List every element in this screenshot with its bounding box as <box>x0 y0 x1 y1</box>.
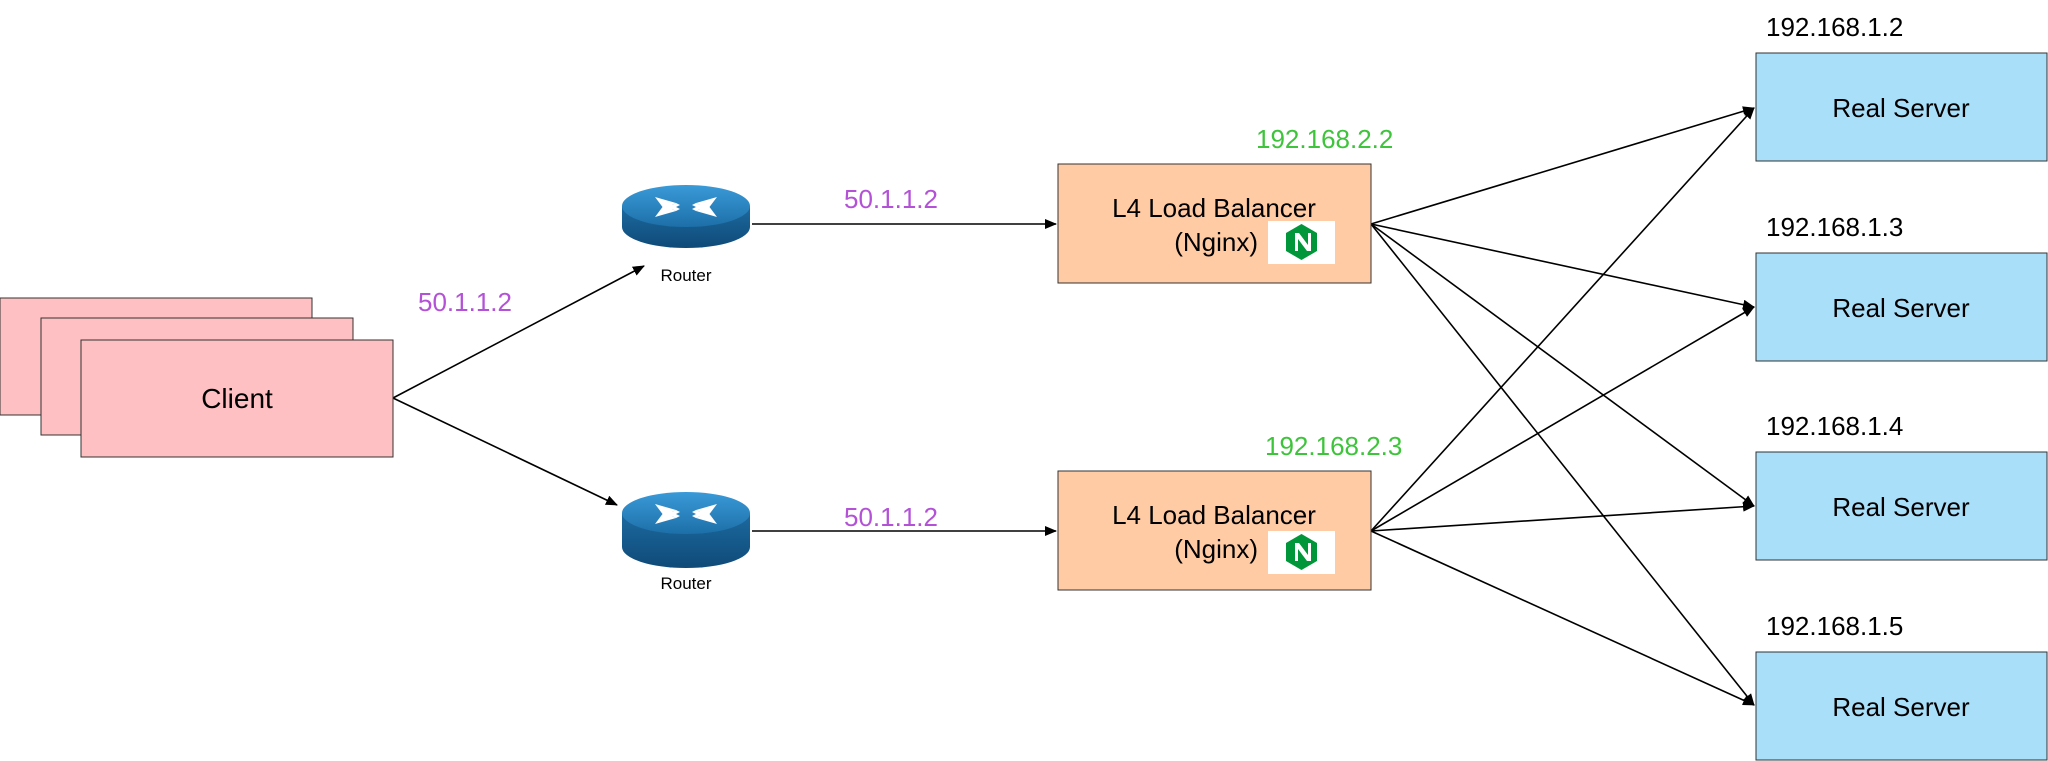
edge-lb2-server4 <box>1370 530 1755 706</box>
server-4-label: Real Server <box>1832 692 1970 722</box>
load-balancer-1[interactable]: L4 Load Balancer (Nginx) <box>1057 163 1372 284</box>
edge-lb2-server3 <box>1370 501 1755 532</box>
server-3-box <box>1755 451 2048 561</box>
server-3-ip: 192.168.1.4 <box>1766 411 1903 441</box>
edge-lb1-server4 <box>1370 223 1755 706</box>
server-1[interactable]: 192.168.1.2 Real Server <box>1755 12 2048 162</box>
router1-lb1-ip-label: 50.1.1.2 <box>844 184 938 214</box>
edge-lb2-server2 <box>1370 306 1755 532</box>
client-card-front <box>80 339 394 458</box>
lb2-subtitle: (Nginx) <box>1174 534 1258 564</box>
router-2-label: Router <box>660 574 711 593</box>
server-4[interactable]: 192.168.1.5 Real Server <box>1755 611 2048 761</box>
router2-lb2-ip-label: 50.1.1.2 <box>844 502 938 532</box>
nginx-logo-icon <box>1268 531 1335 574</box>
connections <box>392 106 1755 706</box>
edge-lb1-server3 <box>1370 223 1755 507</box>
router-2[interactable]: Router <box>622 492 750 593</box>
client-router-ip-label: 50.1.1.2 <box>418 287 512 317</box>
router-icon <box>622 185 750 248</box>
edge-client-router1 <box>392 265 645 399</box>
edge-client-router2 <box>392 397 618 506</box>
server-1-label: Real Server <box>1832 93 1970 123</box>
load-balancer-2[interactable]: L4 Load Balancer (Nginx) <box>1057 470 1372 591</box>
nginx-logo-icon <box>1268 221 1335 264</box>
lb1-title: L4 Load Balancer <box>1112 193 1316 223</box>
server-4-ip: 192.168.1.5 <box>1766 611 1903 641</box>
client-node[interactable]: Client <box>0 297 394 458</box>
edge-lb1-server2 <box>1370 223 1755 310</box>
lb1-ip-label: 192.168.2.2 <box>1256 124 1393 154</box>
server-4-box <box>1755 651 2048 761</box>
router-1-label: Router <box>660 266 711 285</box>
router-icon <box>622 492 750 568</box>
router-1[interactable]: Router <box>622 185 750 285</box>
server-1-box <box>1755 52 2048 162</box>
lb2-ip-label: 192.168.2.3 <box>1265 431 1402 461</box>
server-1-ip: 192.168.1.2 <box>1766 12 1903 42</box>
edge-lb1-server1 <box>1370 106 1755 225</box>
server-2-box <box>1755 252 2048 362</box>
lb1-subtitle: (Nginx) <box>1174 227 1258 257</box>
server-2-ip: 192.168.1.3 <box>1766 212 1903 242</box>
edge-lb2-server1 <box>1370 107 1755 532</box>
server-3-label: Real Server <box>1832 492 1970 522</box>
client-label: Client <box>201 383 273 414</box>
lb2-title: L4 Load Balancer <box>1112 500 1316 530</box>
server-2-label: Real Server <box>1832 293 1970 323</box>
server-2[interactable]: 192.168.1.3 Real Server <box>1755 212 2048 362</box>
server-3[interactable]: 192.168.1.4 Real Server <box>1755 411 2048 561</box>
